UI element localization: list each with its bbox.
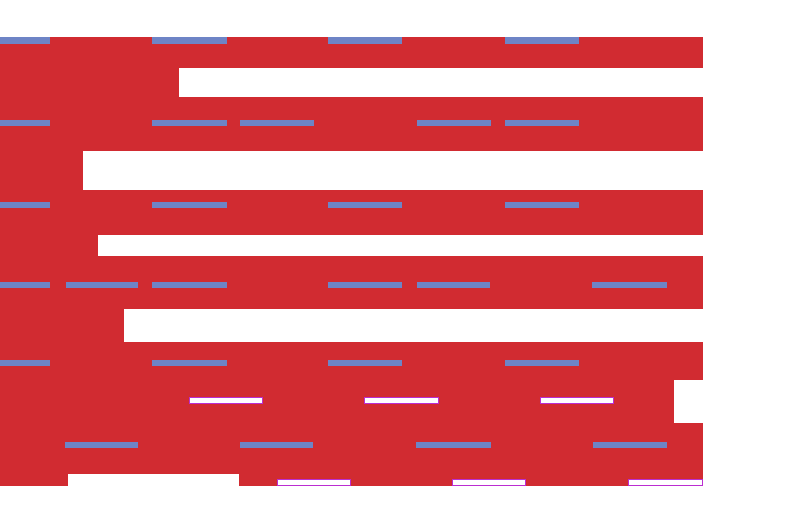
- blue-bar: [0, 282, 50, 288]
- blue-bar: [505, 120, 579, 126]
- blue-bar: [505, 360, 579, 366]
- blue-bar: [328, 202, 402, 208]
- magenta-field: [628, 479, 703, 486]
- blue-bar: [328, 37, 402, 44]
- red-block: [0, 68, 179, 97]
- blue-bar: [328, 360, 402, 366]
- blue-bar: [328, 282, 402, 288]
- blue-bar: [66, 282, 138, 288]
- blue-bar: [417, 282, 490, 288]
- magenta-field: [189, 397, 263, 404]
- blue-bar: [152, 120, 227, 126]
- blue-bar: [592, 282, 667, 288]
- blue-bar: [240, 442, 313, 448]
- blue-bar: [416, 442, 491, 448]
- blue-bar: [0, 37, 50, 44]
- blue-bar: [152, 37, 227, 44]
- blue-bar: [417, 120, 491, 126]
- blue-bar: [0, 120, 50, 126]
- blue-bar: [152, 282, 227, 288]
- blue-bar: [240, 120, 314, 126]
- red-block: [0, 97, 703, 151]
- blue-bar: [152, 202, 227, 208]
- red-block: [0, 235, 98, 256]
- magenta-field: [540, 397, 614, 404]
- red-block: [0, 309, 124, 342]
- red-block: [0, 190, 703, 235]
- blue-bar: [505, 37, 579, 44]
- magenta-field: [452, 479, 526, 486]
- blue-bar: [0, 360, 50, 366]
- blue-bar: [0, 202, 50, 208]
- blue-bar: [593, 442, 667, 448]
- magenta-field: [364, 397, 439, 404]
- magenta-field: [277, 479, 351, 486]
- blue-bar: [65, 442, 138, 448]
- blue-bar: [505, 202, 579, 208]
- red-block: [0, 423, 703, 474]
- red-block: [0, 474, 68, 486]
- blue-bar: [152, 360, 227, 366]
- red-block: [0, 151, 83, 190]
